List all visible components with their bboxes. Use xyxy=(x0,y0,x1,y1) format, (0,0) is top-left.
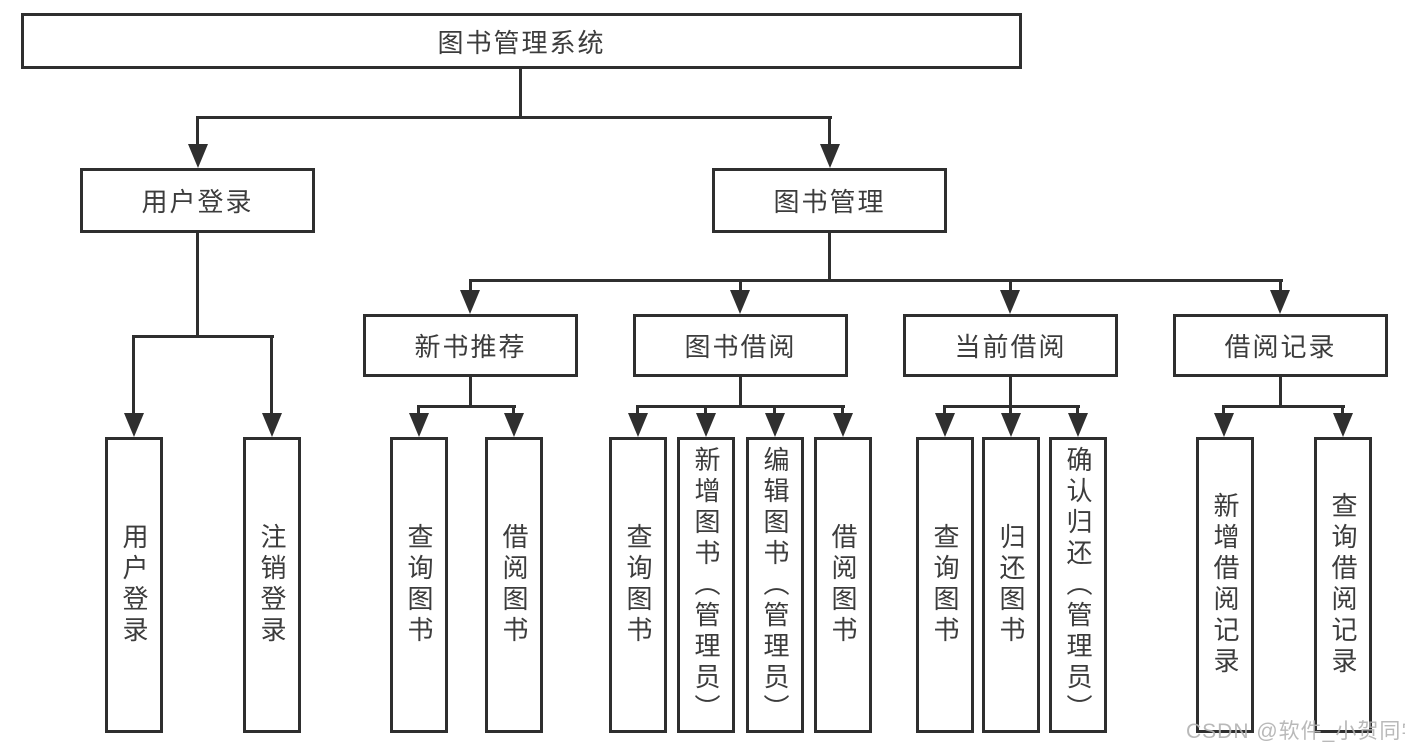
arrow-down-icon xyxy=(460,290,480,314)
node-leaf-logout: 注销登录 xyxy=(243,437,301,733)
connector-bb-hline xyxy=(636,405,845,408)
node-br-query-record-label: 查询借阅记录 xyxy=(1328,492,1358,678)
node-book-mgmt: 图书管理 xyxy=(712,168,947,233)
connector-bb-drop-3 xyxy=(773,405,776,418)
node-bb-query-book-label: 查询图书 xyxy=(623,523,653,647)
arrow-down-icon xyxy=(820,144,840,168)
arrow-down-icon xyxy=(765,413,785,437)
node-bb-borrow-book: 借阅图书 xyxy=(814,437,872,733)
node-bb-edit-book: 编辑图书（管理员） xyxy=(746,437,804,733)
connector-bb-vline xyxy=(739,377,742,408)
connector-cb-drop-3 xyxy=(1076,405,1079,418)
connector-br-hline xyxy=(1222,405,1345,408)
node-borrow-records-label: 借阅记录 xyxy=(1224,332,1337,362)
connector-userlogin-drop-left xyxy=(132,335,135,417)
arrow-down-icon xyxy=(628,413,648,437)
node-leaf-user-login-label: 用户登录 xyxy=(119,523,149,647)
node-bb-query-book: 查询图书 xyxy=(609,437,667,733)
connector-cb-drop-1 xyxy=(943,405,946,418)
connector-root-vline xyxy=(519,68,522,118)
connector-bb-drop-1 xyxy=(636,405,639,418)
arrow-down-icon xyxy=(1001,413,1021,437)
connector-rec-hline xyxy=(417,405,516,408)
node-br-add-record-label: 新增借阅记录 xyxy=(1210,492,1240,678)
node-bb-edit-book-label: 编辑图书（管理员） xyxy=(760,445,790,725)
connector-cb-vline xyxy=(1009,377,1012,408)
node-br-query-record: 查询借阅记录 xyxy=(1314,437,1372,733)
node-cb-query-book-label: 查询图书 xyxy=(930,523,960,647)
connector-rec-drop-1 xyxy=(417,405,420,418)
arrow-down-icon xyxy=(1333,413,1353,437)
connector-bookmgmt-drop-1 xyxy=(469,279,472,294)
node-user-login: 用户登录 xyxy=(80,168,315,233)
connector-br-drop-2 xyxy=(1341,405,1344,418)
node-leaf-user-login: 用户登录 xyxy=(105,437,163,733)
node-rec-borrow-book-label: 借阅图书 xyxy=(499,523,529,647)
connector-root-drop-right xyxy=(828,116,831,148)
arrow-down-icon xyxy=(1270,290,1290,314)
arrow-down-icon xyxy=(935,413,955,437)
node-borrow-records: 借阅记录 xyxy=(1173,314,1388,377)
connector-root-drop-left xyxy=(196,116,199,148)
connector-bookmgmt-drop-4 xyxy=(1279,279,1282,294)
node-book-mgmt-label: 图书管理 xyxy=(773,187,886,217)
arrow-down-icon xyxy=(1000,290,1020,314)
node-book-borrow-label: 图书借阅 xyxy=(684,332,797,362)
csdn-watermark: CSDN @软件_小贺同学 xyxy=(1186,720,1405,743)
arrow-down-icon xyxy=(504,413,524,437)
connector-bookmgmt-drop-2 xyxy=(739,279,742,294)
connector-bookmgmt-vline xyxy=(828,233,831,282)
node-bb-add-book: 新增图书（管理员） xyxy=(677,437,735,733)
connector-bb-drop-4 xyxy=(841,405,844,418)
node-cb-confirm-return-label: 确认归还（管理员） xyxy=(1063,445,1093,725)
arrow-down-icon xyxy=(730,290,750,314)
node-leaf-logout-label: 注销登录 xyxy=(257,523,287,647)
connector-root-hline xyxy=(196,116,832,119)
arrow-down-icon xyxy=(188,144,208,168)
node-user-login-label: 用户登录 xyxy=(141,187,254,217)
arrow-down-icon xyxy=(1068,413,1088,437)
node-root: 图书管理系统 xyxy=(21,13,1022,69)
node-cb-query-book: 查询图书 xyxy=(916,437,974,733)
connector-rec-vline xyxy=(469,377,472,408)
node-book-borrow: 图书借阅 xyxy=(633,314,848,377)
node-current-borrow-label: 当前借阅 xyxy=(954,332,1067,362)
connector-cb-drop-2 xyxy=(1009,405,1012,418)
arrow-down-icon xyxy=(262,413,282,437)
node-rec-query-book: 查询图书 xyxy=(390,437,448,733)
node-rec-borrow-book: 借阅图书 xyxy=(485,437,543,733)
node-bb-add-book-label: 新增图书（管理员） xyxy=(691,445,721,725)
node-bb-borrow-book-label: 借阅图书 xyxy=(828,523,858,647)
node-root-label: 图书管理系统 xyxy=(437,27,606,58)
connector-userlogin-hline xyxy=(132,335,274,338)
arrow-down-icon xyxy=(833,413,853,437)
arrow-down-icon xyxy=(124,413,144,437)
connector-userlogin-vline xyxy=(196,233,199,338)
arrow-down-icon xyxy=(409,413,429,437)
node-new-book-rec-label: 新书推荐 xyxy=(414,332,527,362)
node-cb-return-book: 归还图书 xyxy=(982,437,1040,733)
node-cb-confirm-return: 确认归还（管理员） xyxy=(1049,437,1107,733)
connector-bookmgmt-hline xyxy=(469,279,1283,282)
arrow-down-icon xyxy=(696,413,716,437)
node-cb-return-book-label: 归还图书 xyxy=(996,523,1026,647)
connector-userlogin-drop-right xyxy=(270,335,273,417)
connector-rec-drop-2 xyxy=(512,405,515,418)
connector-bookmgmt-drop-3 xyxy=(1009,279,1012,294)
arrow-down-icon xyxy=(1214,413,1234,437)
node-current-borrow: 当前借阅 xyxy=(903,314,1118,377)
node-rec-query-book-label: 查询图书 xyxy=(404,523,434,647)
connector-br-drop-1 xyxy=(1222,405,1225,418)
node-br-add-record: 新增借阅记录 xyxy=(1196,437,1254,733)
connector-br-vline xyxy=(1279,377,1282,408)
connector-bb-drop-2 xyxy=(704,405,707,418)
node-new-book-rec: 新书推荐 xyxy=(363,314,578,377)
